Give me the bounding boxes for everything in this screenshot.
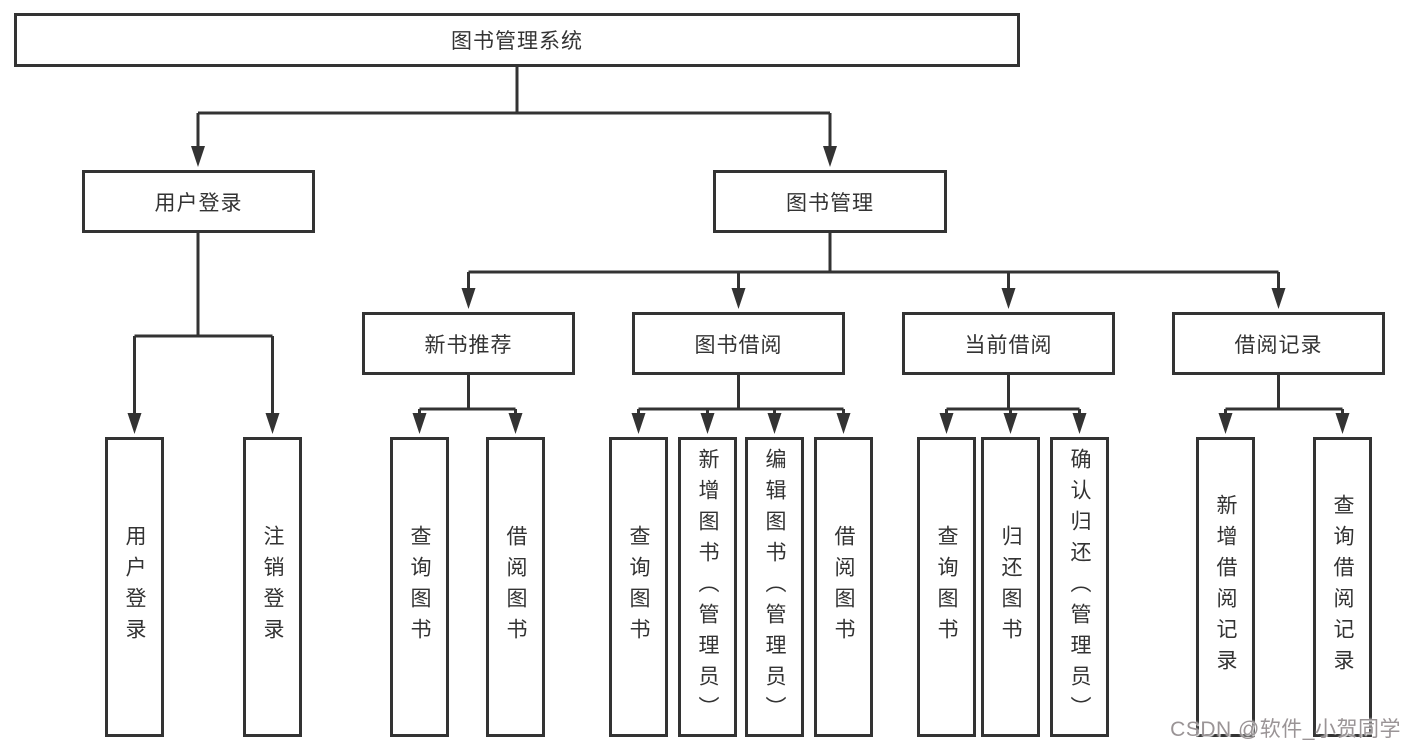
leaf-recommend-borrow-books: 借阅图书: [486, 437, 545, 737]
leaf-current-confirm-return-admin: 确认归还（管理员）: [1050, 437, 1109, 737]
node-borrow-records: 借阅记录: [1172, 312, 1385, 375]
leaf-current-query-books: 查询图书: [917, 437, 976, 737]
leaf-borrow-add-books-admin: 新增图书（管理员）: [678, 437, 737, 737]
leaf-recommend-query-books: 查询图书: [390, 437, 449, 737]
leaf-user-login: 用户登录: [105, 437, 164, 737]
leaf-records-add-record: 新增借阅记录: [1196, 437, 1255, 737]
node-user-login: 用户登录: [82, 170, 315, 233]
node-root-library-system: 图书管理系统: [14, 13, 1020, 67]
node-current-borrow: 当前借阅: [902, 312, 1115, 375]
leaf-records-query-record: 查询借阅记录: [1313, 437, 1372, 737]
node-book-borrow: 图书借阅: [632, 312, 845, 375]
csdn-watermark: CSDN @软件_小贺同学: [1170, 718, 1401, 741]
leaf-borrow-query-books: 查询图书: [609, 437, 668, 737]
leaf-borrow-edit-books-admin: 编辑图书（管理员）: [745, 437, 804, 737]
leaf-borrow-borrow-books: 借阅图书: [814, 437, 873, 737]
leaf-current-return-books: 归还图书: [981, 437, 1040, 737]
node-book-management: 图书管理: [713, 170, 947, 233]
leaf-logout: 注销登录: [243, 437, 302, 737]
node-new-book-recommend: 新书推荐: [362, 312, 575, 375]
